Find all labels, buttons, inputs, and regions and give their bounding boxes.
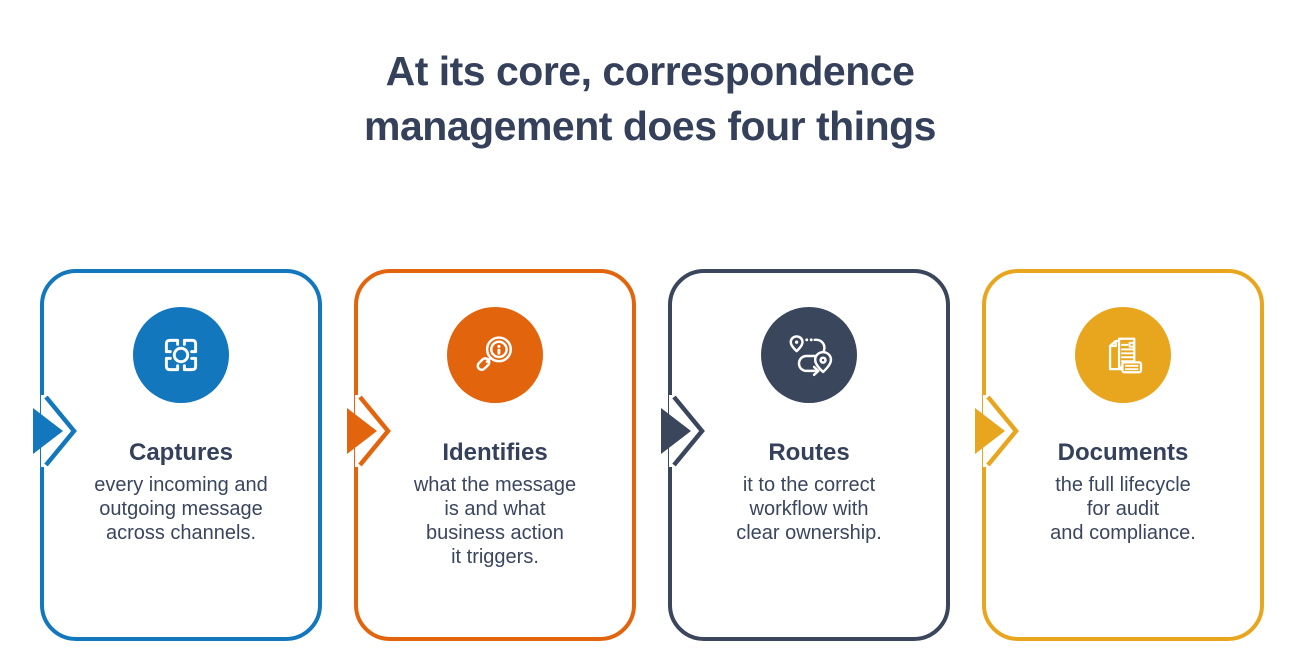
card-documents: Documents the full lifecycle for audit a… <box>975 269 1264 641</box>
card-title-captures: Captures <box>128 439 234 466</box>
card-body-identifies: what the message is and what business ac… <box>413 474 577 568</box>
card-captures: Captures every incoming and outgoing mes… <box>33 269 322 641</box>
arrow-right-icon <box>975 395 1019 467</box>
card-identifies: Identifies what the message is and what … <box>347 269 636 641</box>
magnifier-info-icon <box>476 336 512 372</box>
documents-icon <box>1108 337 1143 374</box>
arrow-right-icon <box>33 395 77 467</box>
documents-icon-circle <box>1075 307 1171 403</box>
arrow-right-icon <box>347 395 391 467</box>
card-routes: Routes it to the correct workflow with c… <box>661 269 950 641</box>
captures-icon-circle <box>133 307 229 403</box>
page-title: At its core, correspondence management d… <box>364 48 936 149</box>
card-title-documents: Documents <box>1057 439 1189 466</box>
card-body-captures: every incoming and outgoing message acro… <box>94 474 268 544</box>
identifies-icon-circle <box>447 307 543 403</box>
arrow-right-icon <box>661 395 705 467</box>
route-pins-icon <box>789 335 833 377</box>
card-body-routes: it to the correct workflow with clear ow… <box>736 474 882 544</box>
card-title-routes: Routes <box>768 439 850 466</box>
capture-frame-icon <box>164 338 198 372</box>
cards-row: Captures every incoming and outgoing mes… <box>33 269 1264 641</box>
routes-icon-circle <box>761 307 857 403</box>
card-body-documents: the full lifecycle for audit and complia… <box>1050 474 1196 544</box>
card-title-identifies: Identifies <box>442 439 548 466</box>
